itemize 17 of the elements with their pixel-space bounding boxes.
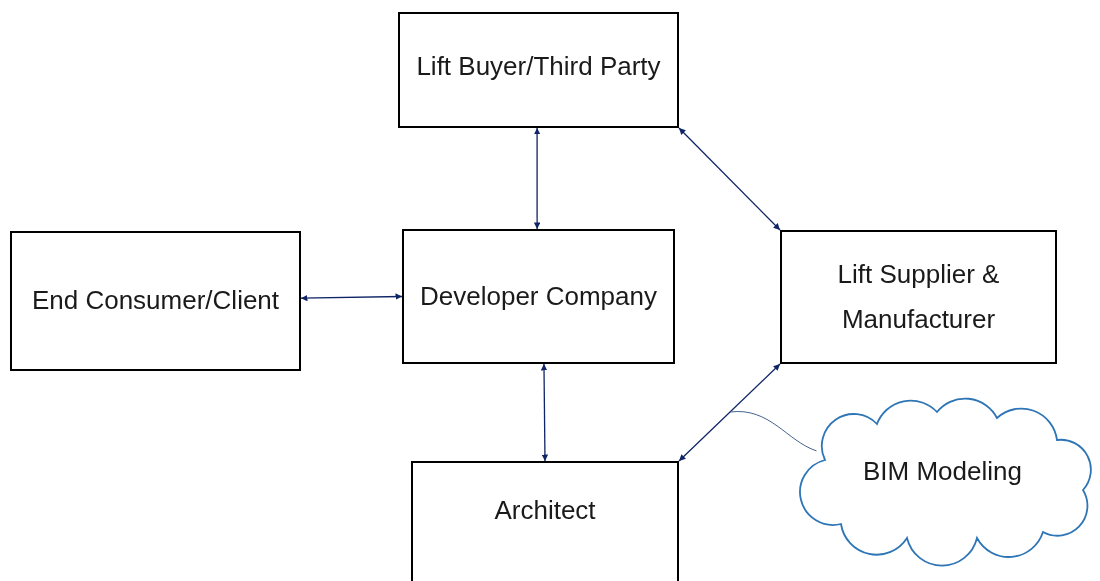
node-text: BIM Modeling [863, 454, 1022, 488]
process-box [411, 461, 679, 581]
double-arrow [533, 127, 541, 230]
node-text: Lift Supplier & Manufacturer [836, 257, 1001, 336]
double-arrow [678, 127, 781, 231]
node-text: Lift Buyer/Third Party [416, 50, 661, 84]
process-box [780, 230, 1057, 364]
double-arrow [300, 293, 403, 302]
process-box [398, 12, 679, 128]
node-text: End Consumer/Client [31, 284, 280, 318]
leader-line [729, 411, 817, 452]
node-text: Architect [494, 494, 596, 528]
node-text: Developer Company [420, 279, 657, 313]
double-arrow [540, 363, 549, 462]
process-box [10, 231, 301, 371]
process-box [402, 229, 675, 364]
double-arrow [678, 363, 781, 462]
